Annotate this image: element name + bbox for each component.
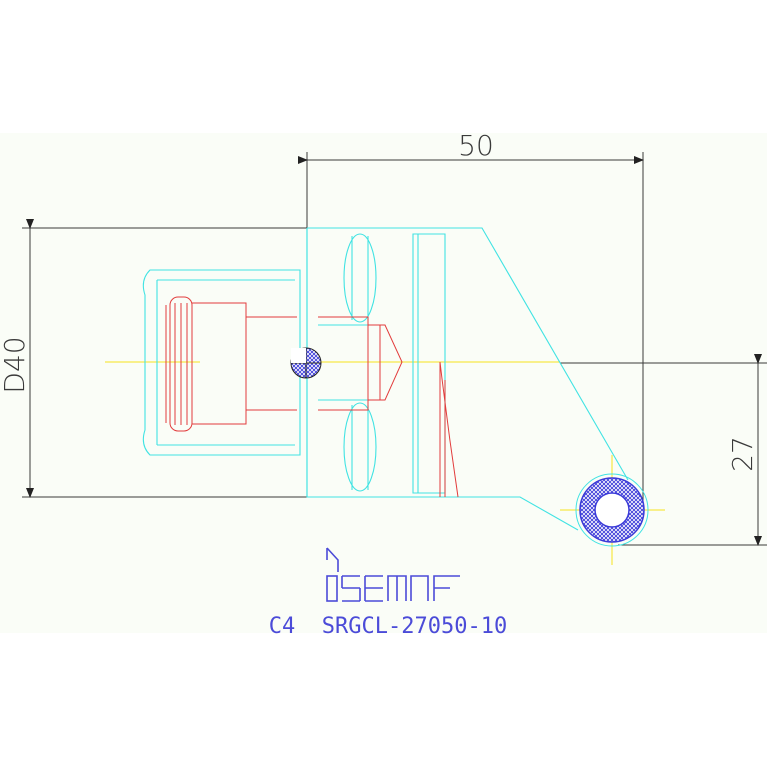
- brand-logo: [326, 547, 460, 602]
- dimension-50: 50: [458, 129, 494, 162]
- internal-geometry: [165, 296, 459, 498]
- insert-ring-icon: [575, 473, 649, 547]
- dimension-lines: [22, 152, 767, 546]
- part-code: C4 SRGCL-27050-10: [269, 614, 507, 639]
- dimension-d40: D40: [0, 336, 31, 393]
- tool-body-outline: [142, 227, 629, 531]
- dimension-27: 27: [726, 436, 759, 472]
- section-marker-icon: [290, 347, 322, 379]
- drawing-sheet: [0, 133, 767, 633]
